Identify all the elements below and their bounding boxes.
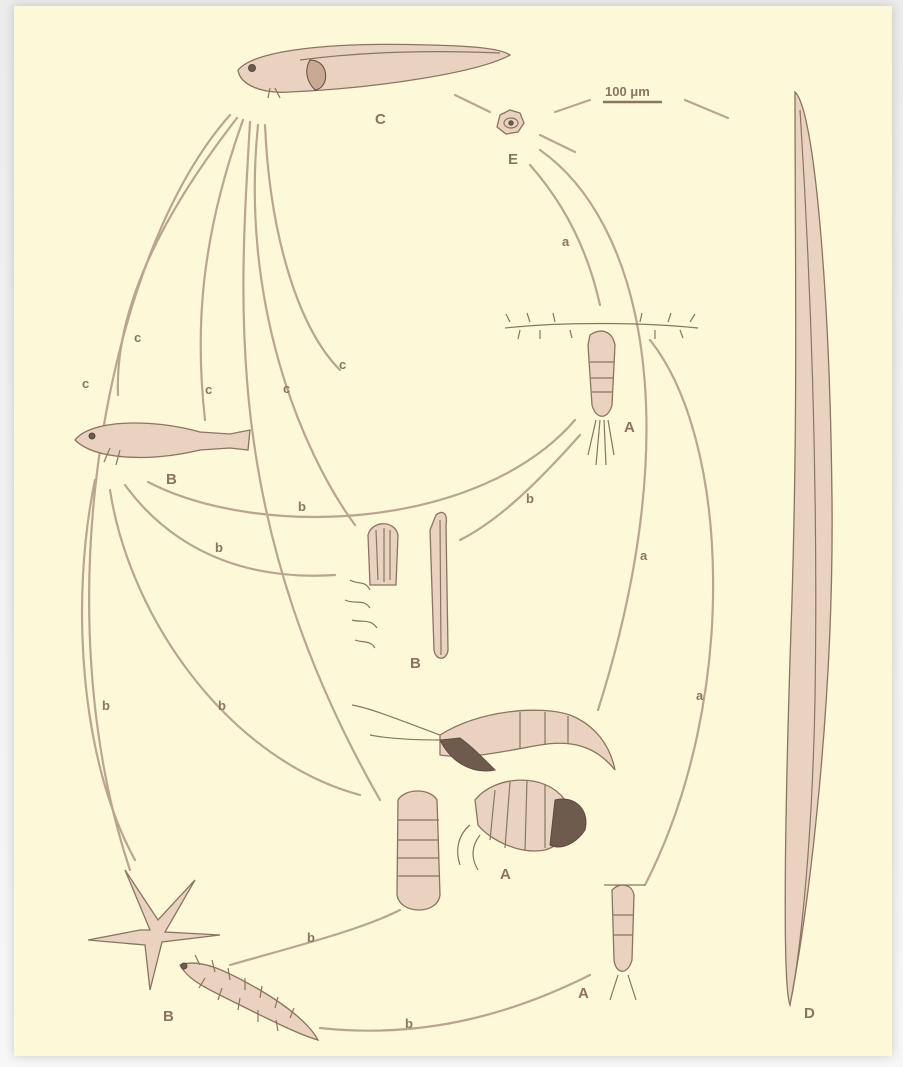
egg-link-left: [455, 95, 490, 112]
amphipod-a: [458, 780, 586, 870]
larval-fish-c: [238, 44, 510, 98]
label-copepod-a-top: A: [624, 419, 635, 436]
label-path-c3: c: [205, 382, 212, 397]
egg-e: [497, 110, 524, 134]
isopod: [397, 791, 440, 910]
path-b-7: [320, 975, 590, 1031]
label-path-c5: c: [339, 357, 346, 372]
path-a-3: [645, 340, 713, 885]
label-path-b5: b: [102, 698, 110, 713]
siphonophore-b: [345, 512, 448, 658]
scale-bar-label: 100 μm: [605, 84, 650, 99]
label-path-a1: a: [562, 234, 570, 249]
copepod-a-top: [505, 313, 698, 465]
label-path-c2: c: [134, 330, 141, 345]
label-path-b3: b: [215, 540, 223, 555]
label-path-b6: b: [307, 930, 315, 945]
label-copepod-a-bottom: A: [578, 985, 589, 1002]
copepod-a-bottom: [604, 885, 645, 1000]
scale-link-right: [685, 100, 728, 118]
label-fish-b: B: [166, 471, 177, 488]
path-b-6: [230, 910, 400, 965]
label-path-b4: b: [218, 698, 226, 713]
label-path-b1: b: [298, 499, 306, 514]
label-path-b2: b: [526, 491, 534, 506]
label-path-a3: a: [696, 688, 704, 703]
label-starfish-b: B: [163, 1008, 174, 1025]
path-c-4: [243, 122, 380, 800]
label-worm-d: D: [804, 1005, 815, 1022]
label-path-b7: b: [405, 1016, 413, 1031]
scale-link-left: [555, 100, 590, 112]
label-path-c1: c: [82, 376, 89, 391]
worm-d: [785, 92, 832, 1005]
fish-b: [75, 423, 250, 465]
egg-link-right: [540, 135, 575, 152]
path-c-3: [201, 120, 243, 420]
polychaete-b: [180, 955, 318, 1040]
label-fish-c: C: [375, 111, 386, 128]
label-siphonophore-b: B: [410, 655, 421, 672]
path-b-4: [110, 490, 360, 795]
label-path-c4: c: [283, 381, 290, 396]
label-path-a2: a: [640, 548, 648, 563]
label-egg-e: E: [508, 151, 518, 168]
label-amphipod-a: A: [500, 866, 511, 883]
path-c-2: [118, 118, 237, 395]
path-c-6: [265, 125, 340, 370]
shrimp-larva: [352, 705, 615, 771]
